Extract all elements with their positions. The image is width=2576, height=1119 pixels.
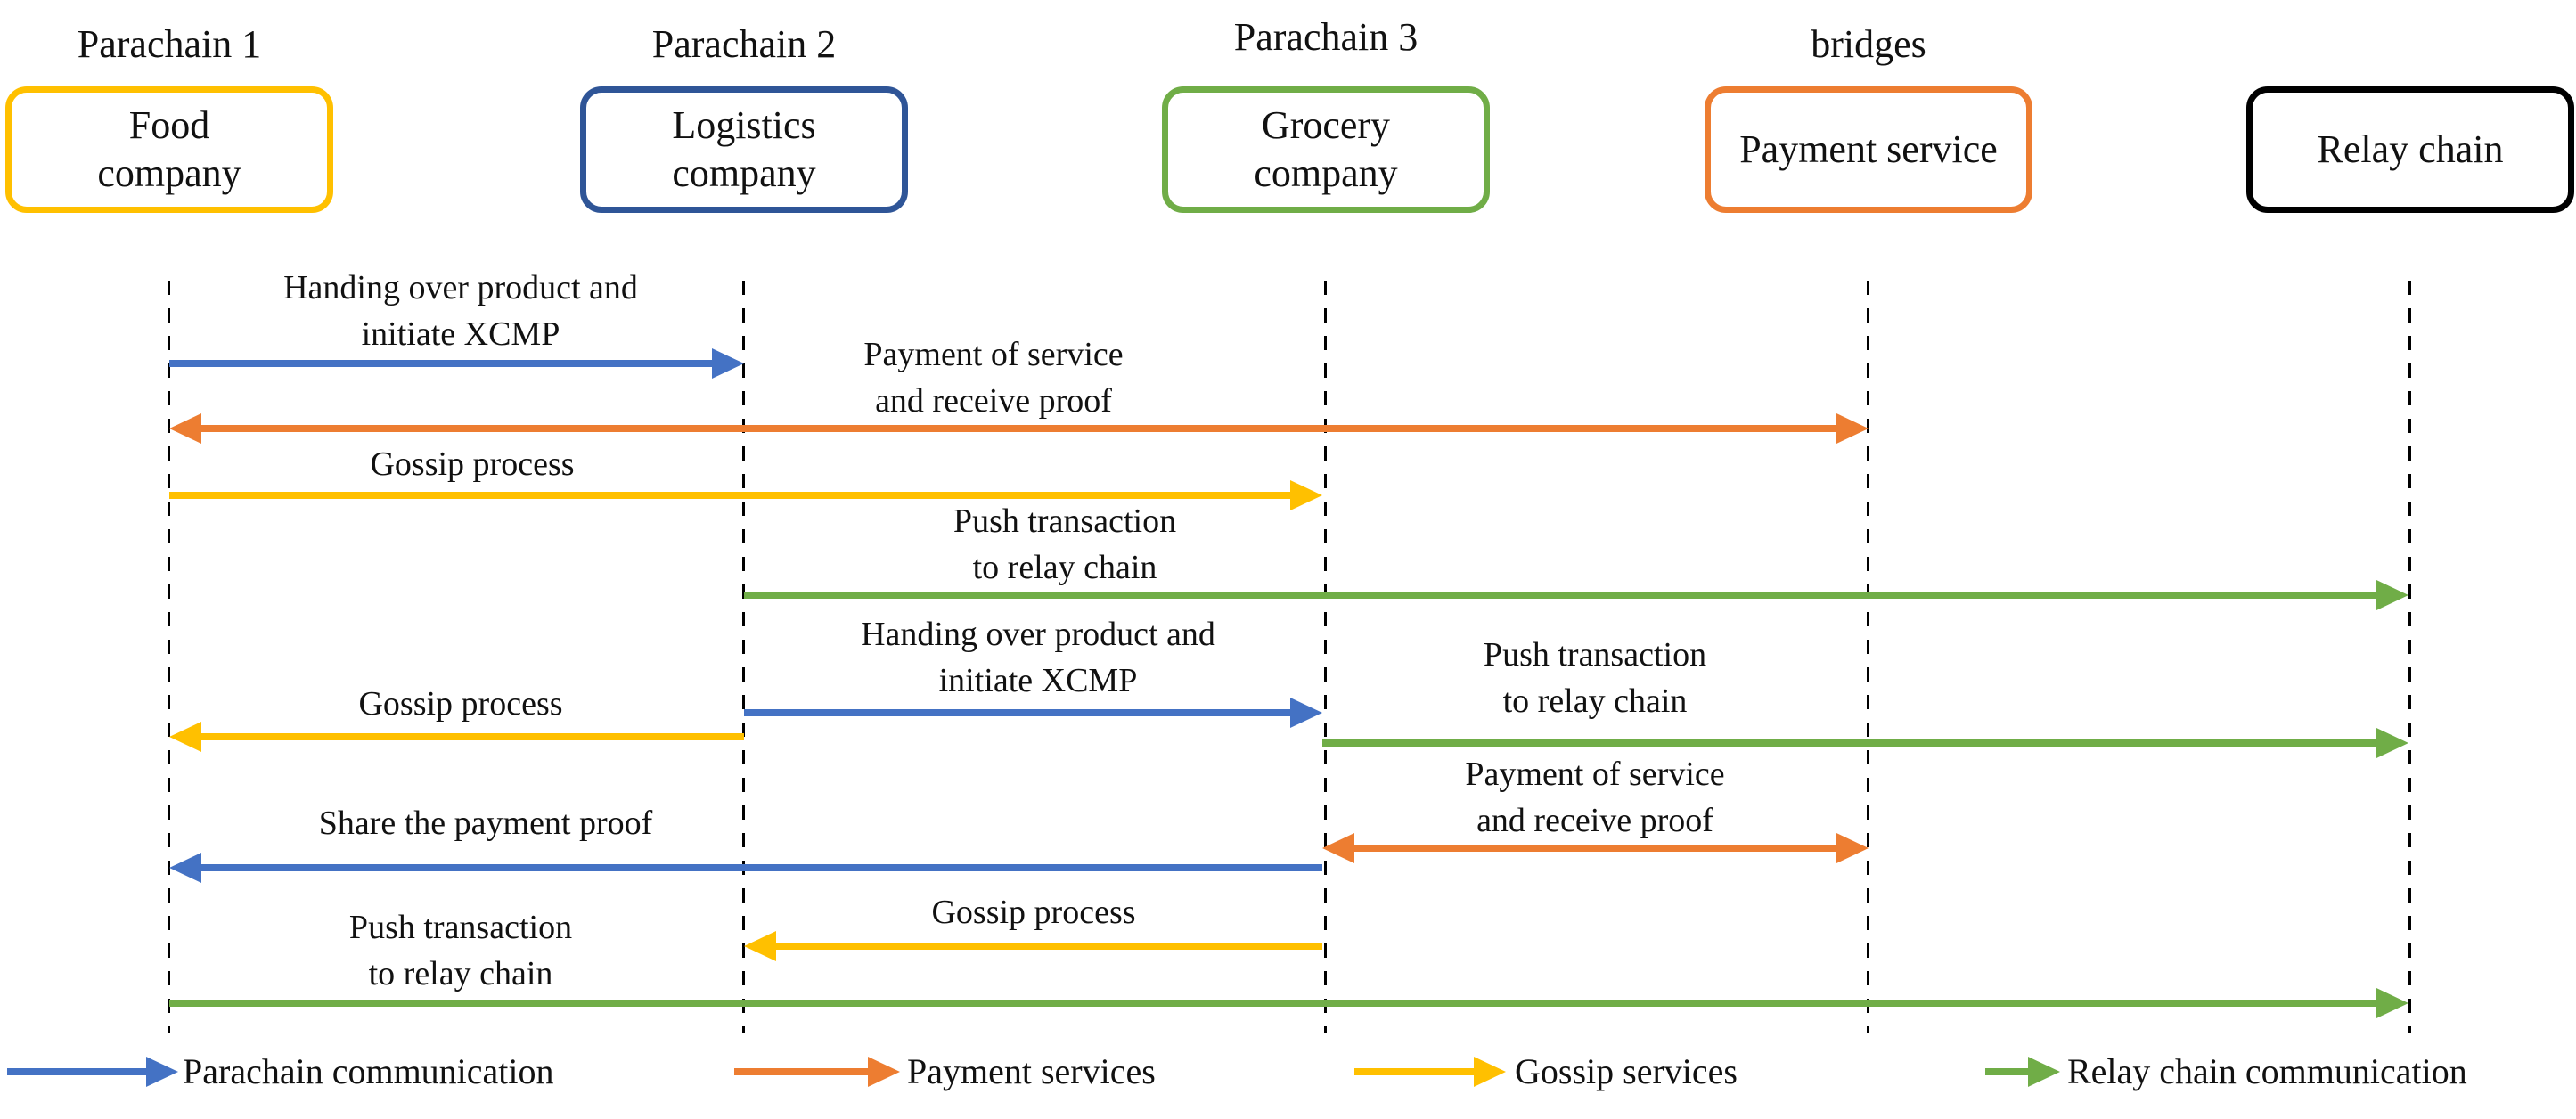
actor-header-parachain-1: Parachain 1 [77, 22, 262, 66]
message-label-line: Gossip process [931, 894, 1136, 931]
actor-box-label: company [1254, 151, 1398, 195]
legend-payment-arrow-line [734, 1068, 875, 1075]
legend-parachain-arrow-head [146, 1057, 178, 1087]
message-label-line: Payment of service [1465, 756, 1725, 793]
msg-7-label: Push transaction to relay chain [1484, 632, 1706, 724]
message-label-line: Handing over product and [861, 616, 1215, 653]
message-label-line: Gossip process [358, 685, 563, 723]
lifeline-bridges [1867, 281, 1869, 1033]
message-label-line: to relay chain [1502, 682, 1688, 720]
legend-relay-arrow-line [1985, 1068, 2035, 1075]
msg-8-line [1347, 845, 1844, 852]
legend-payment-arrow-head [868, 1057, 900, 1087]
message-label-line: to relay chain [972, 549, 1157, 586]
msg-10-label: Gossip process [931, 889, 1135, 935]
msg-4-head-right [2376, 580, 2408, 610]
msg-1-label: Handing over product and initiate XCMP [283, 265, 638, 357]
msg-8-label: Payment of service and receive proof [1465, 751, 1724, 844]
msg-3-line [169, 492, 1297, 499]
lifeline-parachain-2 [742, 281, 745, 1033]
message-label-line: Push transaction [348, 909, 573, 946]
legend-payment-label: Payment services [907, 1051, 1156, 1091]
message-label-line: initiate XCMP [361, 315, 560, 353]
msg-2-line [194, 425, 1844, 432]
actor-box-label: Grocery [1261, 103, 1391, 147]
msg-10-head-left [744, 931, 776, 961]
actor-header-bridges: bridges [1811, 22, 1926, 66]
actor-header-parachain-2: Parachain 2 [651, 22, 837, 66]
actor-box-relay-chain: Relay chain [2246, 86, 2574, 213]
msg-2-head-right [1836, 413, 1869, 444]
actor-box-label: Relay chain [2317, 127, 2504, 171]
message-label-line: Push transaction [1483, 636, 1707, 674]
message-label-line: to relay chain [368, 955, 553, 992]
msg-7-head-right [2376, 728, 2408, 758]
actor-box-label: Logistics [672, 103, 816, 147]
msg-1-head-right [712, 348, 744, 379]
legend-parachain-label: Parachain communication [183, 1051, 554, 1091]
msg-5-line [744, 709, 1297, 716]
message-label-line: Gossip process [370, 445, 575, 483]
msg-9-label: Share the payment proof [319, 800, 653, 846]
legend-relay-label: Relay chain communication [2067, 1051, 2467, 1091]
msg-4-line [744, 592, 2384, 599]
msg-4-label: Push transaction to relay chain [953, 498, 1176, 591]
actor-box-label: Food [128, 103, 210, 147]
msg-11-label: Push transaction to relay chain [349, 904, 572, 997]
msg-9-line [194, 864, 1322, 871]
message-label-line: and receive proof [875, 382, 1112, 420]
actor-header-parachain-3: Parachain 3 [1233, 15, 1419, 59]
legend-gossip-arrow-head [1474, 1057, 1506, 1087]
actor-box-label: Payment service [1739, 127, 1998, 171]
lifeline-parachain-3 [1324, 281, 1327, 1033]
msg-5-head-right [1290, 698, 1322, 728]
message-label-line: Payment of service [863, 336, 1124, 373]
msg-11-head-right [2376, 988, 2408, 1018]
msg-10-line [769, 943, 1322, 950]
legend-relay-arrow-head [2028, 1057, 2060, 1087]
msg-11-line [169, 1000, 2384, 1007]
actor-box-bridges: Payment service [1705, 86, 2032, 213]
msg-6-label: Gossip process [358, 681, 562, 727]
actor-box-label: company [97, 151, 241, 195]
lifeline-parachain-1 [168, 281, 170, 1033]
message-label-line: Push transaction [953, 502, 1177, 540]
msg-6-head-left [169, 722, 201, 752]
actor-box-label: company [672, 151, 816, 195]
msg-3-label: Gossip process [370, 441, 574, 487]
msg-9-head-left [169, 853, 201, 883]
legend-gossip-label: Gossip services [1515, 1051, 1738, 1091]
msg-7-line [1322, 739, 2384, 747]
message-label-line: initiate XCMP [938, 662, 1138, 699]
msg-6-line [194, 733, 744, 740]
msg-8-head-right [1836, 833, 1869, 863]
msg-1-line [169, 360, 719, 367]
msg-2-head-left [169, 413, 201, 444]
msg-8-head-left [1322, 833, 1354, 863]
message-label-line: Handing over product and [283, 269, 638, 306]
msg-5-label: Handing over product and initiate XCMP [861, 611, 1215, 704]
message-label-line: and receive proof [1476, 802, 1713, 839]
message-label-line: Share the payment proof [318, 805, 653, 842]
legend-gossip-arrow-line [1354, 1068, 1481, 1075]
legend-parachain-arrow-line [7, 1068, 153, 1075]
msg-2-label: Payment of service and receive proof [863, 331, 1123, 424]
msg-3-head-right [1290, 480, 1322, 510]
lifeline-relay-chain [2408, 281, 2411, 1033]
